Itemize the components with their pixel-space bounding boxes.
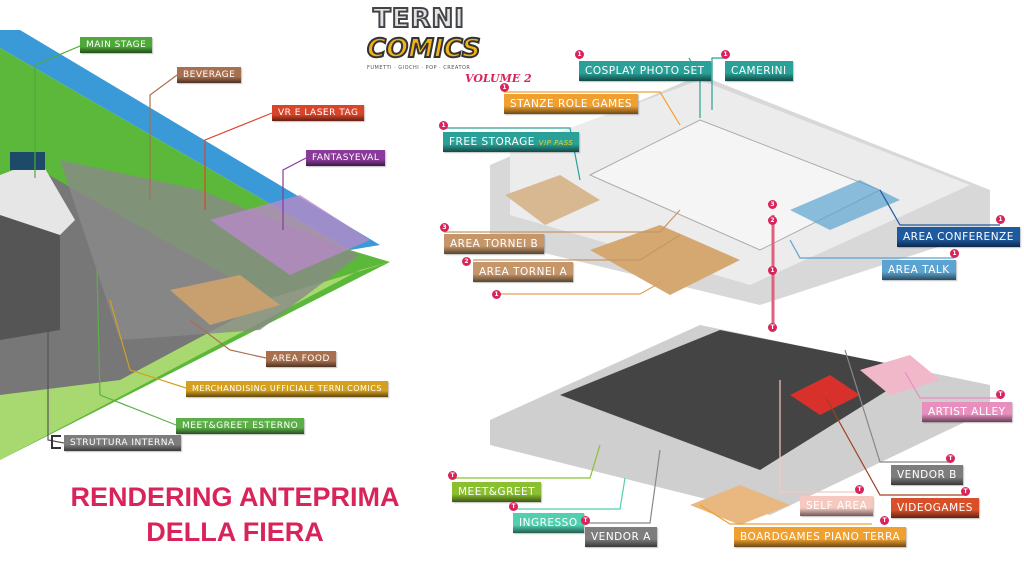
label-struttura-interna[interactable]: STRUTTURA INTERNA [64,435,181,451]
label-fantasyeval[interactable]: FANTASYEVAL [306,150,386,166]
title-line2: DELLA FIERA [146,517,324,547]
food-area [170,275,280,325]
gate [10,152,45,170]
label-beverage[interactable]: BEVERAGE [177,67,242,83]
videogames-area [790,375,860,415]
label-free-storage[interactable]: FREE STORAGE VIP PASS [443,132,580,152]
floor-pin-1: 1 [721,50,730,59]
floor-pin-1: 1 [439,121,448,130]
conference-room [790,180,900,230]
terni-comics-logo: TERNI COMICS FUMETTI · GIOCHI · POP · CR… [365,3,535,85]
label-cosplay-photo-set[interactable]: COSPLAY PHOTO SET [579,61,711,81]
floor-pin-t: T [946,454,955,463]
logo-tagline: FUMETTI · GIOCHI · POP · CREATOR [367,65,471,71]
tornei-b-room [505,175,600,225]
label-artist-alley[interactable]: ARTIST ALLEY [922,402,1012,422]
label-area-tornei-b[interactable]: AREA TORNEI B [444,234,545,254]
floor-pin-3: 3 [440,223,449,232]
floor-pin-t: T [448,471,457,480]
floor-pin-3: 3 [768,200,777,209]
floor-pin-1: 1 [768,266,777,275]
label-stanze-role-games[interactable]: STANZE ROLE GAMES [504,94,639,114]
label-meet-greet-esterno[interactable]: MEET&GREET ESTERNO [176,418,305,434]
floor-pin-1: 1 [996,215,1005,224]
label-ingresso[interactable]: INGRESSO [513,513,584,533]
leader-lines [34,45,1000,525]
free-storage-text: FREE STORAGE [449,136,535,148]
door-icon [51,435,61,449]
label-area-conferenze[interactable]: AREA CONFERENZE [897,227,1020,247]
floor-pin-t: T [768,323,777,332]
plaza [60,160,360,340]
floor-pin-t: T [855,485,864,494]
floor-pin-2: 2 [462,257,471,266]
label-merchandising[interactable]: MERCHANDISING UFFICIALE TERNI COMICS [186,381,388,397]
floor-pin-t: T [996,390,1005,399]
logo-line1: TERNI [372,3,465,35]
main-building-roof [0,160,75,235]
label-vendor-b[interactable]: VENDOR B [891,465,963,485]
artist-alley-area [860,355,940,395]
tornei-a-room [590,225,740,295]
floor-pin-t: T [880,516,889,525]
label-meet-greet[interactable]: MEET&GREET [452,482,542,502]
label-area-tornei-a[interactable]: AREA TORNEI A [473,262,574,282]
river [0,30,380,250]
page-title: RENDERING ANTEPRIMA DELLA FIERA [40,480,430,550]
floor-pin-t: T [509,502,518,511]
label-area-talk[interactable]: AREA TALK [882,260,956,280]
title-line1: RENDERING ANTEPRIMA [70,482,400,512]
floor-pin-2: 2 [768,216,777,225]
floor-pin-1: 1 [500,83,509,92]
floor-pin-t: T [961,487,970,496]
floor-pin-1: 1 [575,50,584,59]
label-self-area[interactable]: SELF AREA [800,496,874,516]
floor-pin-1: 1 [492,290,501,299]
label-boardgames-piano-terra[interactable]: BOARDGAMES PIANO TERRA [734,527,907,547]
logo-edition: VOLUME 2 [465,72,532,85]
vip-pass-badge: VIP PASS [538,139,574,147]
ground-floor-hall [560,330,920,470]
label-videogames[interactable]: VIDEOGAMES [891,498,979,518]
label-vendor-a[interactable]: VENDOR A [585,527,657,547]
label-main-stage[interactable]: MAIN STAGE [80,37,153,53]
logo-line2: COMICS [366,33,482,65]
floor-pin-1: 1 [950,249,959,258]
label-area-food[interactable]: AREA FOOD [266,351,336,367]
floor-pin-t: T [581,516,590,525]
label-vr-laser-tag[interactable]: VR E LASER TAG [272,105,365,121]
label-camerini[interactable]: CAMERINI [725,61,793,81]
fantasyeval-area [210,195,370,275]
